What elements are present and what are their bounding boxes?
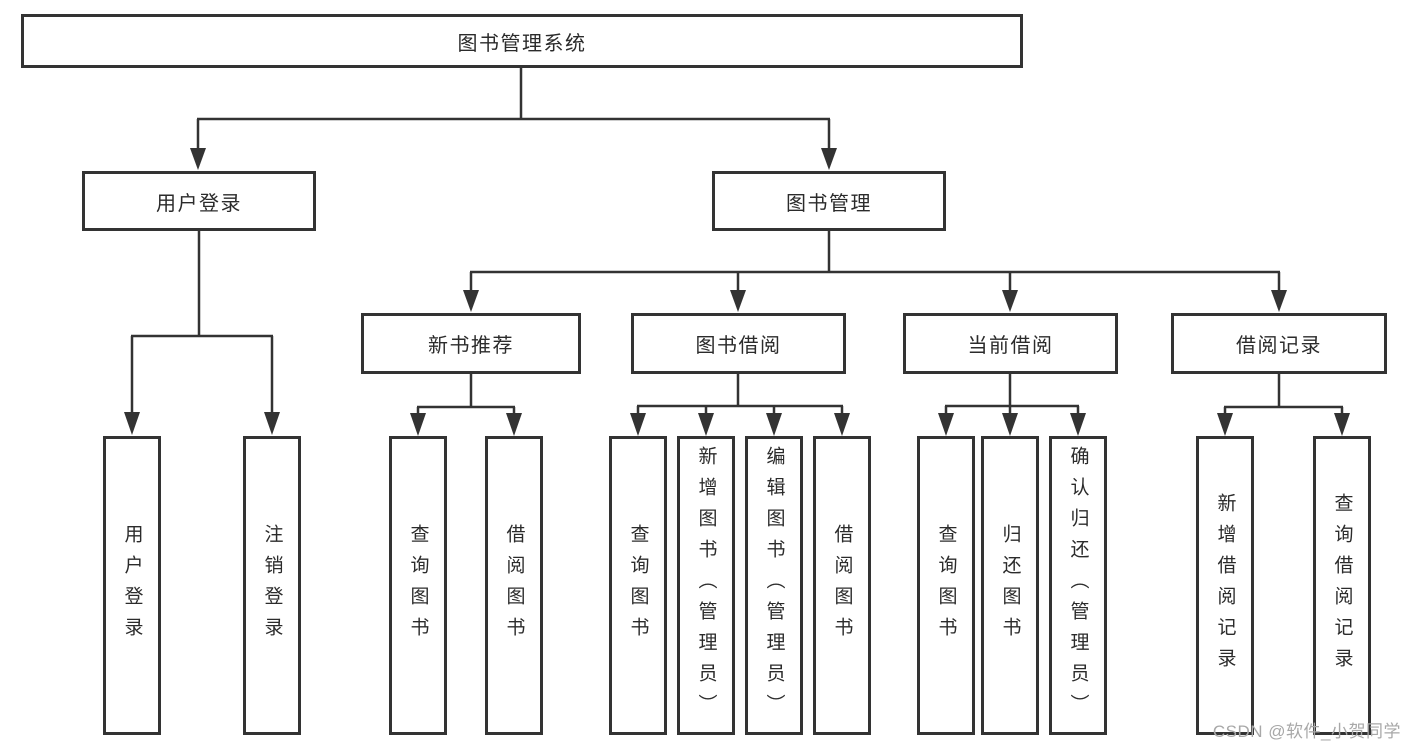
node-user-login-leaf: 用户登录 [103,436,161,735]
node-query-books-recommend: 查询图书 [389,436,447,735]
node-label: 注销登录 [261,523,283,648]
node-label: 图书管理系统 [457,32,587,55]
node-label: 查询图书 [935,523,957,648]
node-label: 归还图书 [999,523,1021,648]
node-label: 借阅图书 [503,523,525,648]
node-book-borrowing: 图书借阅 [631,313,846,374]
node-label: 当前借阅 [967,335,1054,357]
node-label: 借阅记录 [1236,335,1322,357]
node-user-login: 用户登录 [82,171,316,231]
node-confirm-return-admin: 确认归还（管理员） [1049,436,1107,735]
node-current-borrowing: 当前借阅 [903,313,1118,374]
node-label: 新增图书（管理员） [695,446,717,725]
node-borrow-books-borrowing: 借阅图书 [813,436,871,735]
node-new-book-recommendation: 新书推荐 [361,313,581,374]
node-label: 确认归还（管理员） [1067,446,1089,725]
node-label: 查询图书 [407,523,429,648]
node-query-books-borrowing: 查询图书 [609,436,667,735]
node-label: 新书推荐 [428,335,514,357]
node-label: 查询图书 [627,523,649,648]
watermark-text: CSDN @软件_小贺同学 [1212,722,1401,741]
node-label: 新增借阅记录 [1214,492,1236,679]
node-label: 借阅图书 [831,523,853,648]
node-label: 用户登录 [121,523,143,648]
node-add-borrow-record: 新增借阅记录 [1196,436,1254,735]
node-query-books-current: 查询图书 [917,436,975,735]
node-label: 查询借阅记录 [1331,492,1353,679]
node-label: 图书借阅 [695,335,782,357]
node-label: 图书管理 [786,192,872,215]
node-borrowing-records: 借阅记录 [1171,313,1387,374]
node-add-books-admin: 新增图书（管理员） [677,436,735,735]
node-return-books: 归还图书 [981,436,1039,735]
node-borrow-books-recommend: 借阅图书 [485,436,543,735]
node-label: 用户登录 [156,192,242,215]
node-book-management: 图书管理 [712,171,946,231]
node-edit-books-admin: 编辑图书（管理员） [745,436,803,735]
node-library-management-system: 图书管理系统 [21,14,1023,68]
node-logout: 注销登录 [243,436,301,735]
node-query-borrow-record: 查询借阅记录 [1313,436,1371,735]
node-label: 编辑图书（管理员） [763,446,785,725]
